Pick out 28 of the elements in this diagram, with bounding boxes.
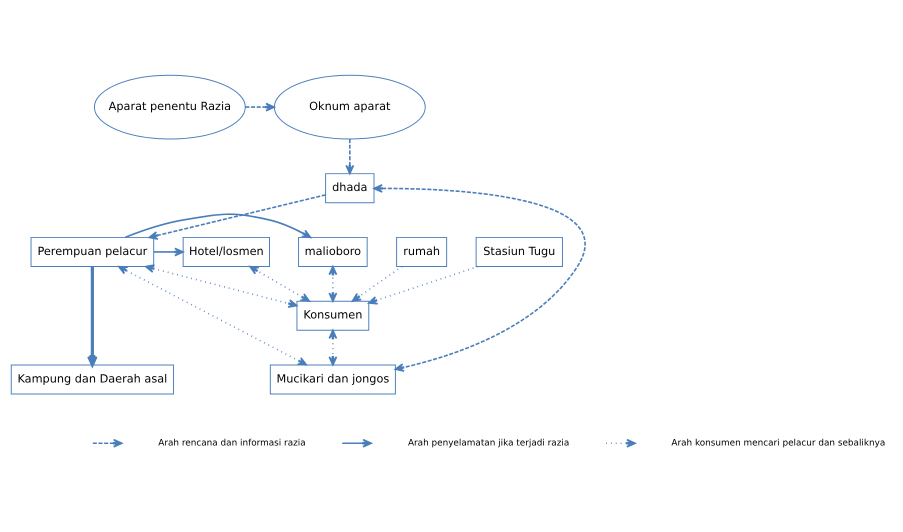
legend-label: Arah penyelamatan jika terjadi razia — [408, 438, 570, 448]
node-box: malioboro — [298, 236, 368, 266]
node-ellipse: Aparat penentu Razia — [94, 74, 246, 139]
arrow — [368, 265, 478, 304]
arrow — [328, 329, 338, 366]
node-box: Mucikari dan jongos — [270, 364, 396, 394]
node-box: Stasiun Tugu — [476, 236, 563, 266]
arrow — [373, 184, 586, 372]
arrow — [154, 247, 184, 256]
node-box: dhada — [325, 172, 374, 203]
arrow — [352, 265, 402, 302]
arrow — [345, 138, 354, 174]
arrow — [87, 266, 98, 366]
node-box: Hotel/losmen — [182, 236, 270, 266]
node-box: rumah — [396, 236, 448, 266]
node-box: Kampung dan Daerah asal — [10, 364, 174, 394]
legend-label: Arah konsumen mencari pelacur dan sebaliknya — [671, 438, 886, 448]
arrow — [118, 265, 308, 366]
arrow — [144, 264, 298, 308]
arrow — [249, 265, 310, 302]
node-box: Konsumen — [296, 300, 370, 330]
arrow — [148, 194, 326, 240]
arrow — [124, 212, 312, 238]
node-ellipse: Oknum aparat — [274, 74, 426, 139]
arrow — [328, 265, 338, 302]
legend-label: Arah rencana dan informasi razia — [158, 438, 306, 448]
node-box: Perempuan pelacur — [30, 236, 154, 266]
arrow — [245, 102, 275, 112]
